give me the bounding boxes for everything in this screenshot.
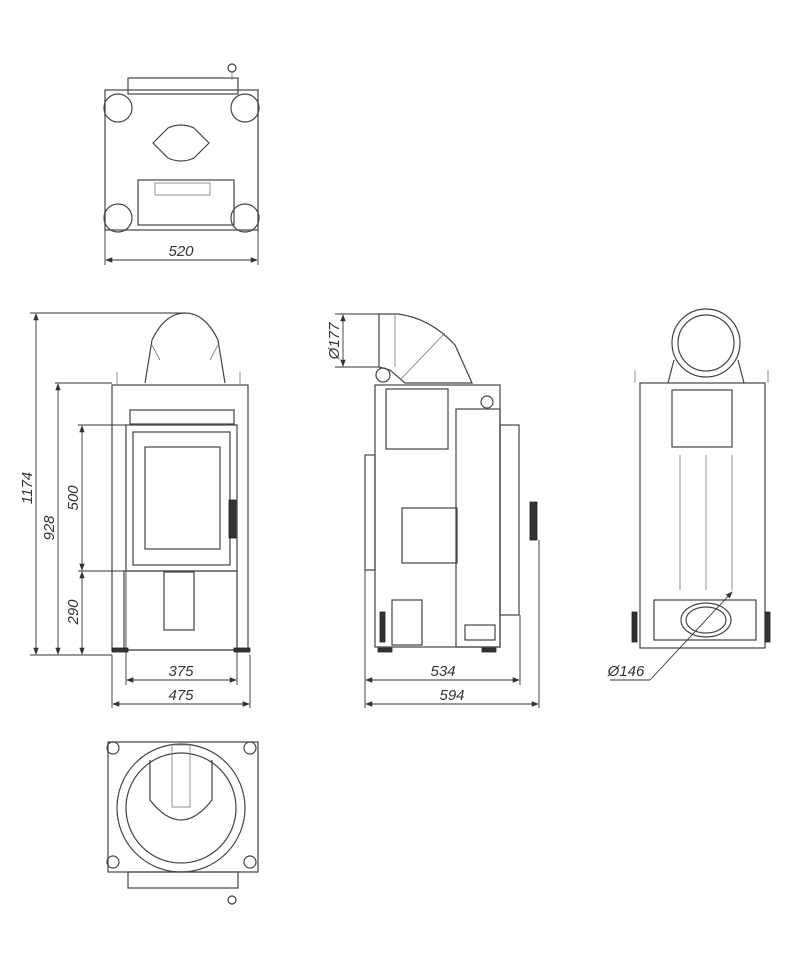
top-view: 520 (103, 63, 260, 265)
side-view: Ø177 534 594 (326, 313, 540, 708)
dim-side-depth-total: 594 (439, 687, 464, 704)
dim-door-width: 375 (168, 663, 194, 680)
dim-top-width: 520 (168, 243, 194, 260)
dim-side-depth-body: 534 (430, 663, 455, 680)
front-view: 1174 928 500 290 375 475 (19, 312, 251, 708)
dim-air-inlet-diameter: Ø146 (607, 663, 645, 680)
bottom-view (106, 741, 259, 905)
dim-front-width: 475 (168, 687, 194, 704)
dim-body-height: 928 (41, 515, 58, 541)
dim-door-base-height: 290 (65, 599, 82, 626)
rear-view: Ø146 (607, 308, 771, 681)
dim-door-height: 500 (65, 485, 82, 511)
dim-total-height: 1174 (19, 472, 36, 504)
dim-flue-diameter: Ø177 (326, 322, 343, 360)
